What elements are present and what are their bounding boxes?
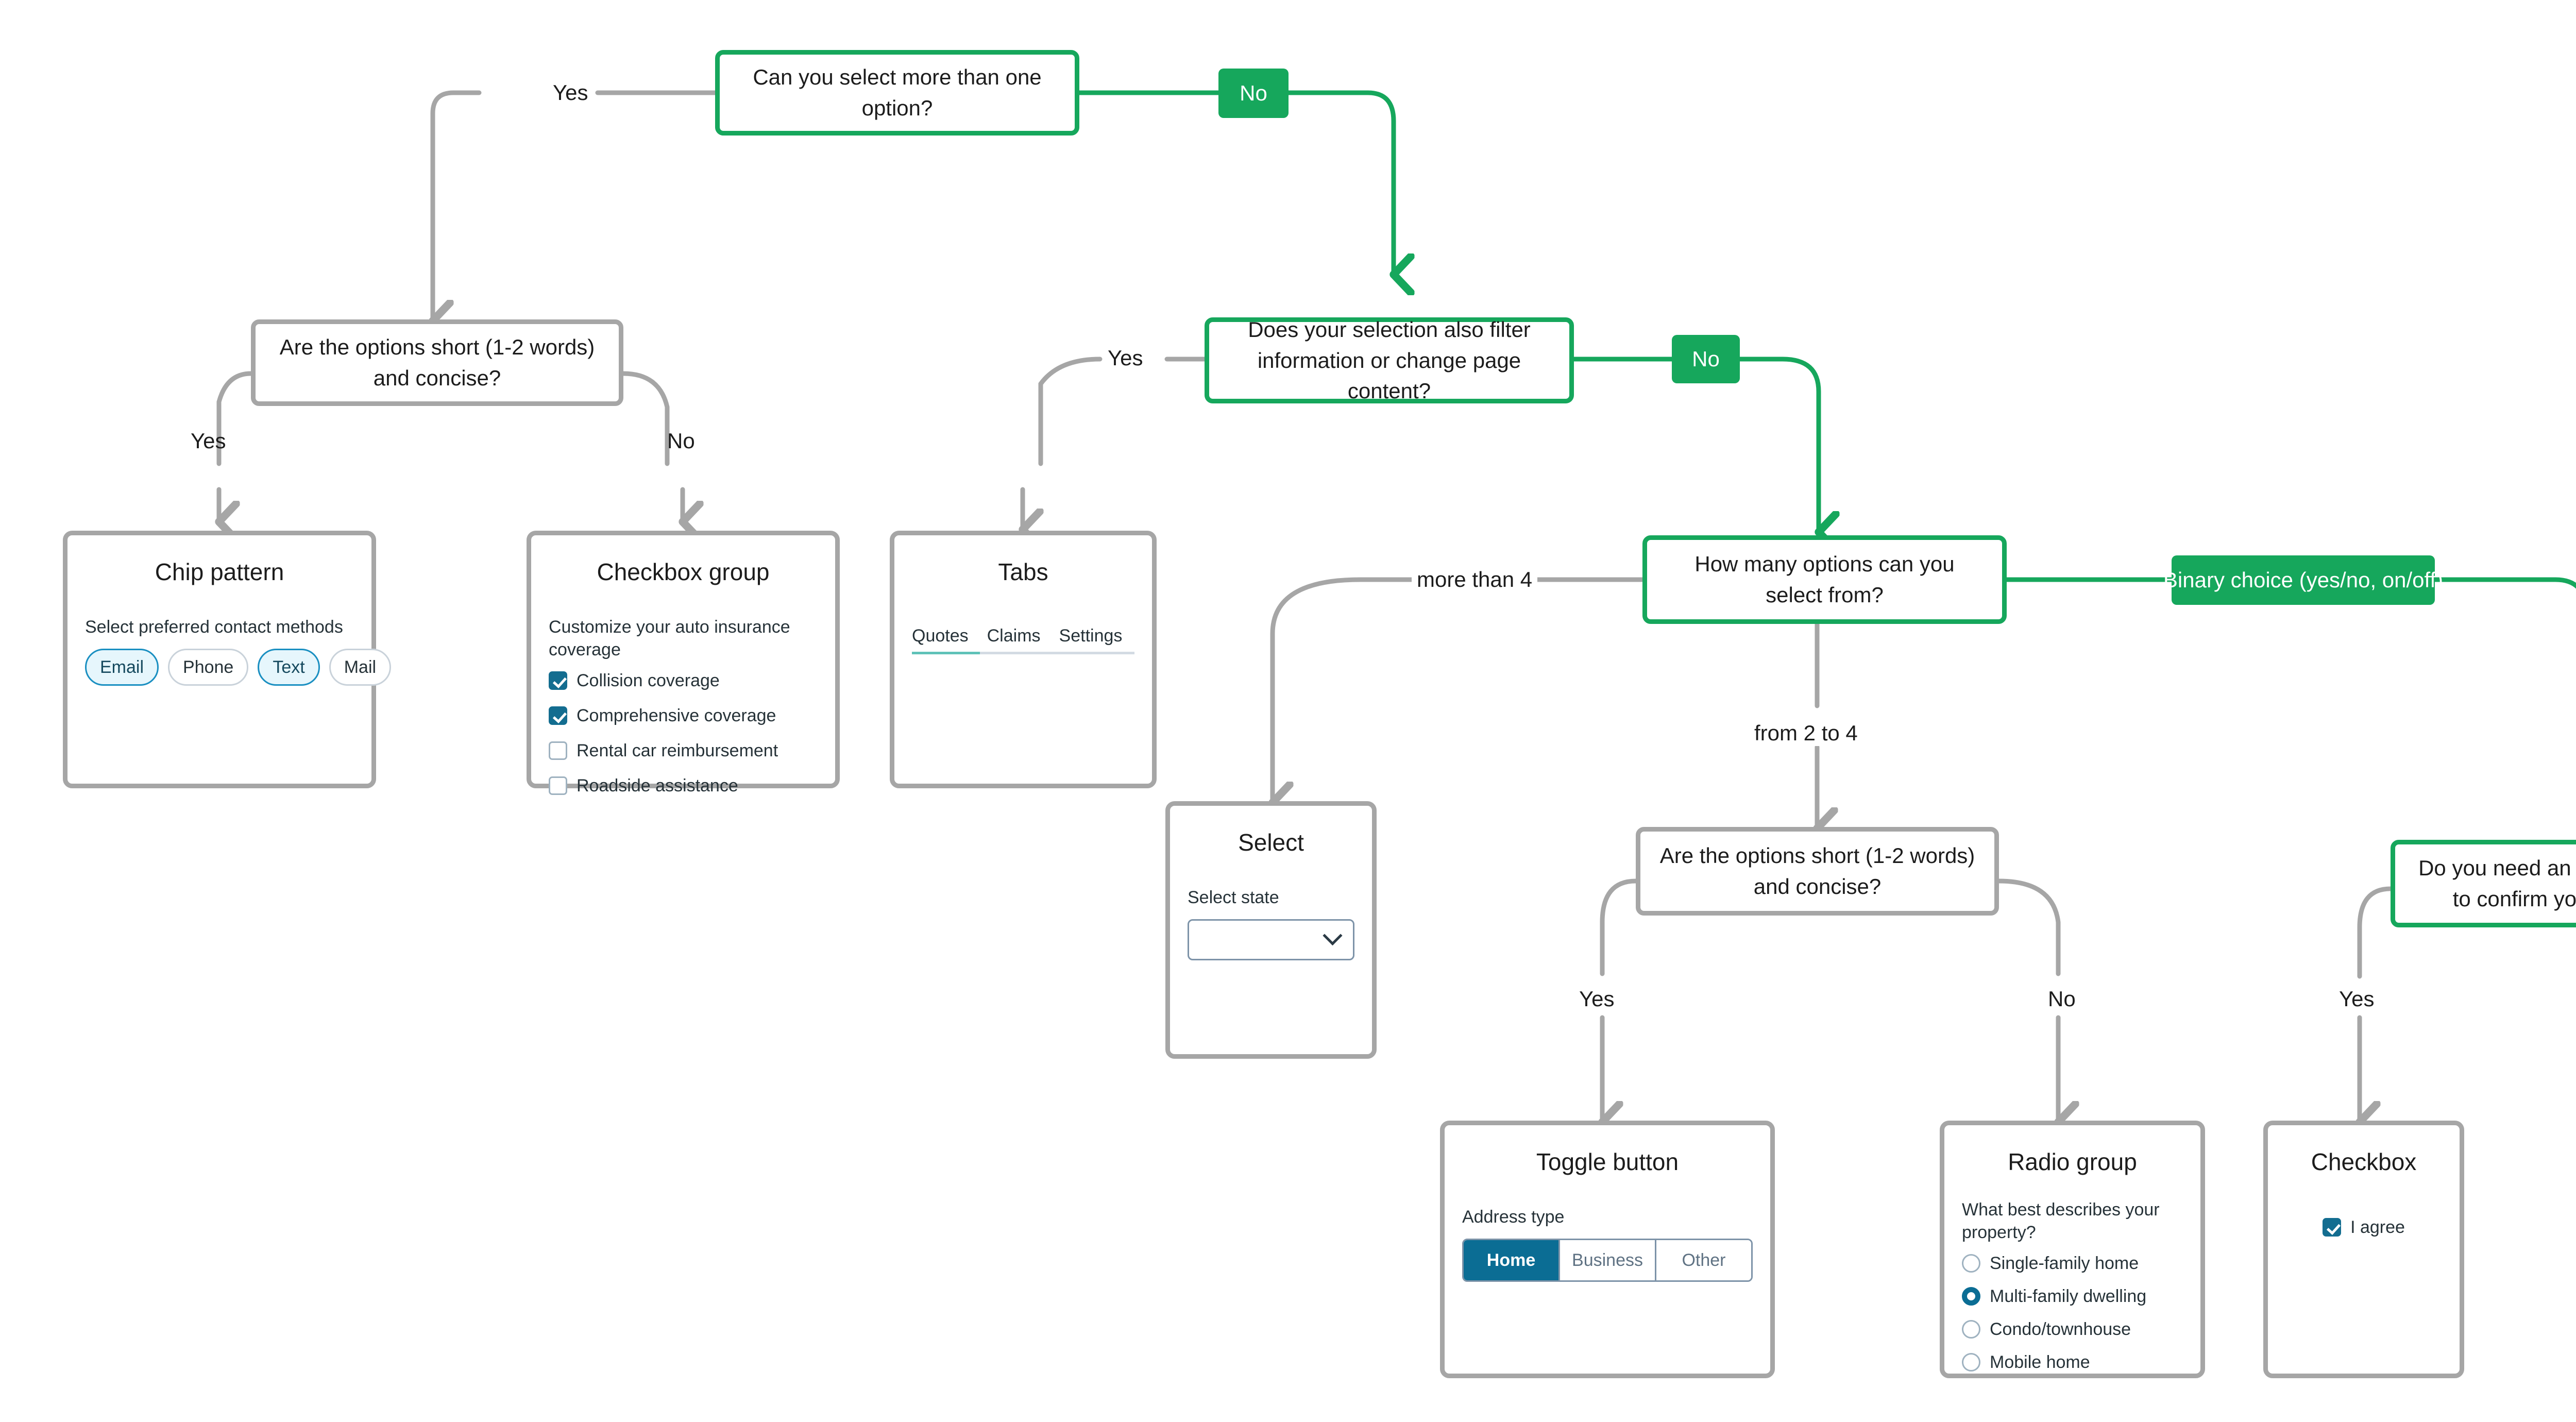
toggle-button-group: Home Business Other: [1462, 1239, 1753, 1282]
card-select: Select Select state: [1165, 801, 1377, 1059]
checkbox-row-collision[interactable]: Collision coverage: [549, 671, 818, 690]
edge-label-no-short-right: No: [2048, 987, 2076, 1011]
select-input[interactable]: [1188, 919, 1354, 961]
card-toggle-button-title: Toggle button: [1536, 1148, 1679, 1175]
tab-settings[interactable]: Settings: [1059, 626, 1123, 646]
decision-additional-action[interactable]: Do you need an additional action to conf…: [2391, 840, 2576, 927]
chip-phone[interactable]: Phone: [168, 649, 249, 686]
radio-condo-label: Condo/townhouse: [1990, 1319, 2131, 1340]
checkbox-row-comprehensive[interactable]: Comprehensive coverage: [549, 706, 818, 725]
radio-row-mobile[interactable]: Mobile home: [1962, 1353, 2183, 1372]
decision-short-concise-right-text: Are the options short (1-2 words) and co…: [1659, 843, 1975, 899]
card-checkbox-group-title: Checkbox group: [597, 558, 770, 585]
decision-how-many-options[interactable]: How many options can you select from?: [1642, 535, 2007, 624]
card-checkbox-title: Checkbox: [2311, 1148, 2417, 1175]
edge-label-yes-multi: Yes: [548, 80, 594, 106]
tab-list: Quotes Claims Settings: [912, 627, 1134, 652]
decision-multi-select[interactable]: Can you select more than one option?: [715, 50, 1079, 136]
radio-group-field-label: What best describes your property?: [1962, 1200, 2160, 1243]
card-radio-group-title: Radio group: [2008, 1148, 2137, 1175]
checkbox-roadside-label: Roadside assistance: [577, 776, 738, 796]
checkbox-row-roadside[interactable]: Roadside assistance: [549, 776, 818, 795]
checkbox-i-agree-label: I agree: [2350, 1217, 2405, 1237]
chip-pattern-field-label: Select preferred contact methods: [85, 617, 343, 637]
decision-filter-content-text: Does your selection also filter informat…: [1248, 317, 1531, 403]
checkbox-rental-label: Rental car reimbursement: [577, 741, 778, 761]
decision-short-concise-left-text: Are the options short (1-2 words) and co…: [279, 335, 595, 390]
decision-short-concise-right[interactable]: Are the options short (1-2 words) and co…: [1636, 827, 1999, 916]
card-chip-pattern: Chip pattern Select preferred contact me…: [63, 531, 392, 788]
radio-row-multi-family[interactable]: Multi-family dwelling: [1962, 1287, 2183, 1306]
select-field-label: Select state: [1188, 888, 1279, 907]
edge-label-yes-short-left: Yes: [191, 429, 226, 453]
checkbox-rental-box[interactable]: [549, 741, 567, 760]
radio-single-family-control[interactable]: [1962, 1254, 1980, 1273]
radio-row-single-family[interactable]: Single-family home: [1962, 1254, 2183, 1273]
checkbox-row-rental[interactable]: Rental car reimbursement: [549, 741, 818, 760]
toggle-button-field-label: Address type: [1462, 1207, 1565, 1227]
tab-underline-track: [912, 652, 1134, 654]
checkbox-comprehensive-label: Comprehensive coverage: [577, 706, 776, 726]
checkbox-roadside-box[interactable]: [549, 776, 567, 795]
edge-label-yes-additional: Yes: [2339, 987, 2375, 1011]
chip-text[interactable]: Text: [258, 649, 320, 686]
radio-row-condo[interactable]: Condo/townhouse: [1962, 1320, 2183, 1339]
chip-list: Email Phone Text Mail: [85, 649, 392, 686]
chip-email[interactable]: Email: [85, 649, 159, 686]
radio-mobile-control[interactable]: [1962, 1353, 1980, 1372]
card-chip-pattern-title: Chip pattern: [155, 558, 284, 585]
toggle-button-business[interactable]: Business: [1558, 1240, 1655, 1281]
edge-badge-no-filter: No: [1672, 335, 1740, 383]
radio-mobile-label: Mobile home: [1990, 1352, 2090, 1373]
edge-badge-binary-choice: Binary choice (yes/no, on/off): [2163, 555, 2443, 605]
checkbox-comprehensive-box[interactable]: [549, 706, 567, 725]
checkbox-group-field-label: Customize your auto insurance coverage: [549, 617, 790, 660]
edge-label-from-2-to-4: from 2 to 4: [1749, 720, 1863, 746]
edge-badge-no-multi: No: [1218, 69, 1289, 118]
decision-filter-content[interactable]: Does your selection also filter informat…: [1205, 317, 1574, 403]
radio-single-family-label: Single-family home: [1990, 1254, 2139, 1274]
card-tabs-title: Tabs: [998, 558, 1048, 585]
toggle-button-home[interactable]: Home: [1464, 1240, 1558, 1281]
radio-multi-family-control[interactable]: [1962, 1287, 1980, 1306]
checkbox-i-agree-box[interactable]: [2323, 1218, 2342, 1237]
card-tabs: Tabs Quotes Claims Settings: [890, 531, 1157, 788]
card-radio-group: Radio group What best describes your pro…: [1940, 1121, 2205, 1378]
checkbox-collision-label: Collision coverage: [577, 671, 720, 691]
card-toggle-button: Toggle button Address type Home Business…: [1440, 1121, 1775, 1378]
edge-label-more-than-4: more than 4: [1412, 567, 1538, 592]
checkbox-row-i-agree[interactable]: I agree: [2323, 1218, 2405, 1237]
radio-multi-family-label: Multi-family dwelling: [1990, 1286, 2147, 1307]
decision-additional-action-text: Do you need an additional action to conf…: [2418, 856, 2576, 911]
card-select-title: Select: [1238, 829, 1304, 856]
edge-label-no-short-left: No: [667, 429, 695, 453]
chip-mail[interactable]: Mail: [329, 649, 392, 686]
decision-multi-select-text: Can you select more than one option?: [753, 65, 1042, 120]
decision-short-concise-left[interactable]: Are the options short (1-2 words) and co…: [251, 319, 623, 406]
tab-claims[interactable]: Claims: [987, 626, 1041, 646]
card-checkbox-group: Checkbox group Customize your auto insur…: [527, 531, 840, 795]
radio-condo-control[interactable]: [1962, 1320, 1980, 1339]
edge-label-yes-filter: Yes: [1103, 345, 1148, 371]
tab-active-indicator: [912, 652, 980, 654]
decision-how-many-options-text: How many options can you select from?: [1694, 552, 1955, 607]
tab-quotes[interactable]: Quotes: [912, 626, 969, 646]
toggle-button-other[interactable]: Other: [1655, 1240, 1751, 1281]
checkbox-collision-box[interactable]: [549, 671, 567, 690]
card-checkbox: Checkbox I agree: [2263, 1121, 2464, 1378]
edge-label-yes-short-right: Yes: [1579, 987, 1615, 1011]
chevron-down-icon: [1323, 925, 1343, 945]
